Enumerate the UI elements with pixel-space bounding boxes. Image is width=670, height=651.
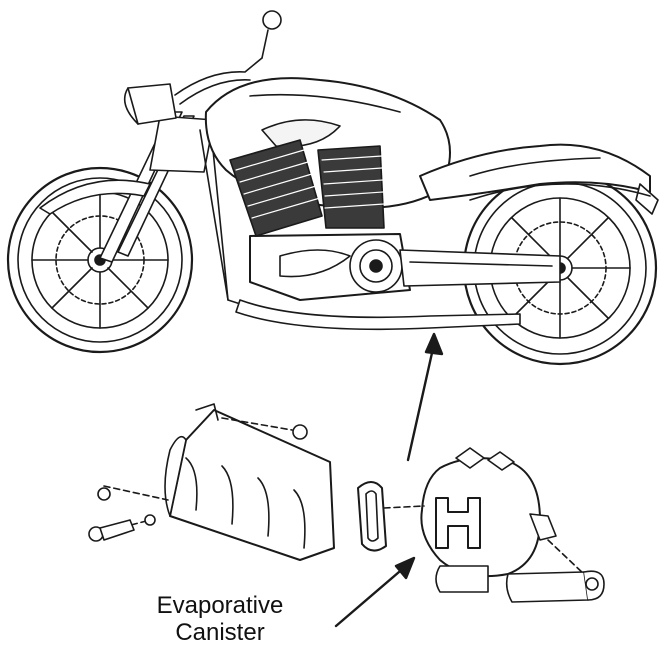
canister-hoses (435, 565, 605, 603)
callout-line-1: Evaporative (156, 592, 284, 619)
front-fender (39, 179, 151, 215)
swingarm (399, 249, 561, 287)
front-wheel (6, 166, 194, 354)
canister-cover (164, 403, 335, 561)
callout-label: Evaporative Canister (120, 592, 320, 646)
seat-rear-body (419, 143, 659, 215)
location-arrow (406, 332, 444, 462)
callout-arrow (334, 556, 416, 628)
rubber-strap (357, 481, 387, 552)
cover-bolts (88, 417, 308, 542)
engine (229, 139, 411, 301)
exhaust-pipe (235, 299, 521, 331)
callout-line-2: Canister (175, 619, 265, 646)
evaporative-canister (383, 447, 587, 578)
